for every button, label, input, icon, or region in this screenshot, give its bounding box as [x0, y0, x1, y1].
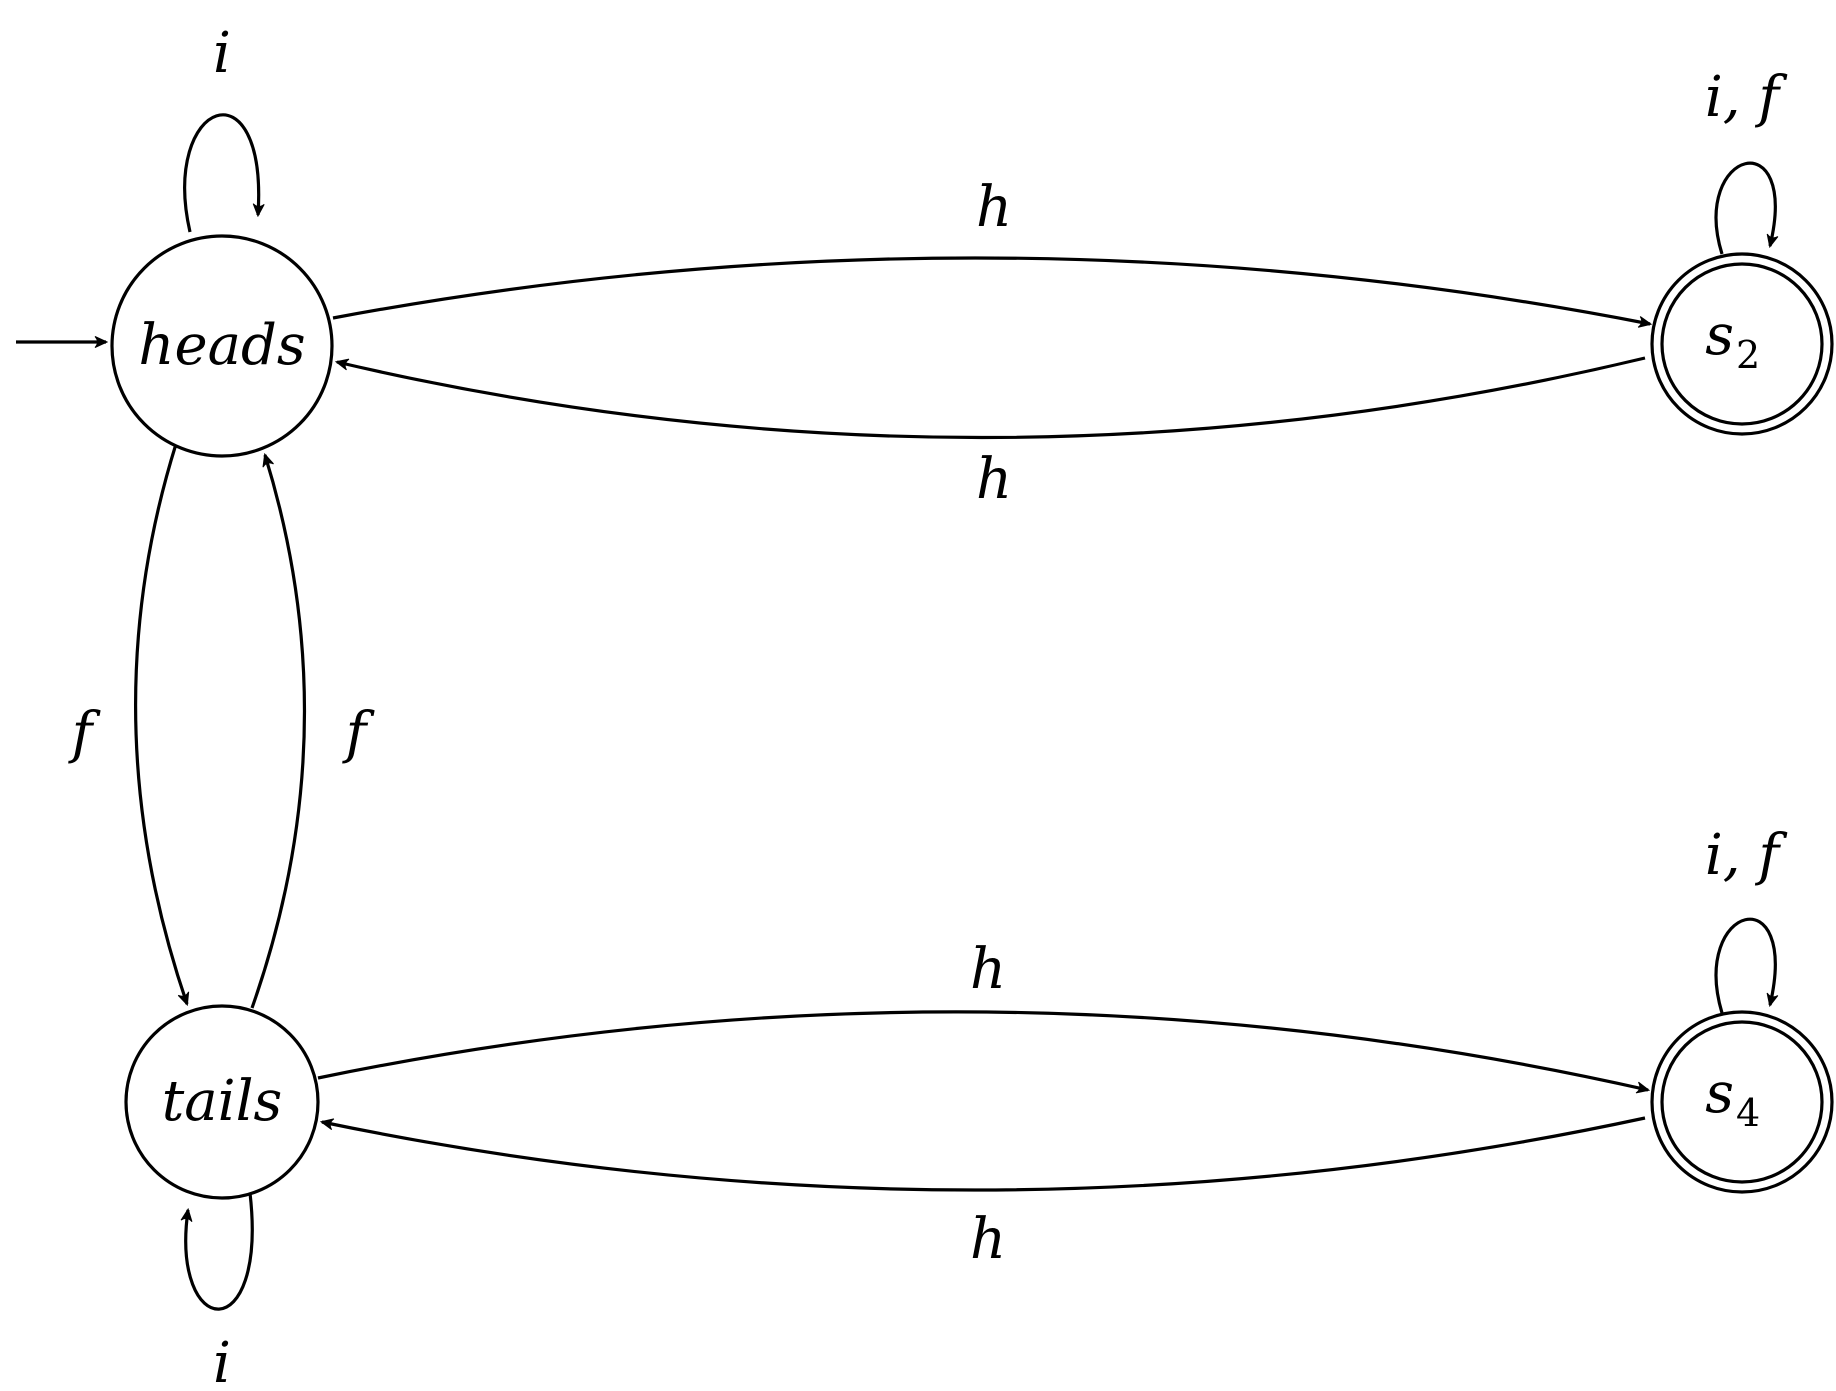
edge-s4-to-tails [322, 1116, 1646, 1192]
tails-self-loop [186, 1192, 254, 1311]
state-s2-label: s [1705, 303, 1734, 368]
state-tails-label: tails [162, 1069, 282, 1134]
label-heads-loop: i [213, 21, 231, 86]
edge-s2-to-heads [337, 356, 1646, 440]
edge-heads-to-tails [134, 443, 187, 1004]
label-s2-loop: i, f [1705, 65, 1789, 130]
label-tails-to-s4: h [970, 937, 1006, 1002]
edge-tails-to-heads [250, 455, 307, 1009]
label-s4-to-tails: h [970, 1207, 1006, 1272]
label-s4-loop: i, f [1705, 823, 1789, 888]
state-s2-subscript: 2 [1736, 333, 1760, 377]
edge-heads-to-s2 [332, 256, 1650, 324]
label-tails-loop: i [213, 1331, 231, 1391]
s4-self-loop [1714, 917, 1775, 1014]
state-s2: s 2 [1650, 252, 1834, 436]
label-heads-to-s2: h [976, 175, 1012, 240]
state-s4: s 4 [1650, 1010, 1834, 1194]
state-heads: heads [110, 234, 334, 458]
label-s2-to-heads: h [976, 447, 1012, 512]
state-s4-label: s [1705, 1061, 1734, 1126]
label-tails-to-heads: f [342, 701, 376, 766]
state-s4-subscript: 4 [1736, 1091, 1760, 1135]
state-heads-label: heads [138, 313, 305, 378]
edge-tails-to-s4 [317, 1010, 1648, 1090]
s2-self-loop [1714, 161, 1775, 255]
label-heads-to-tails: f [68, 701, 102, 766]
heads-self-loop [183, 113, 259, 233]
state-tails: tails [124, 1004, 320, 1200]
